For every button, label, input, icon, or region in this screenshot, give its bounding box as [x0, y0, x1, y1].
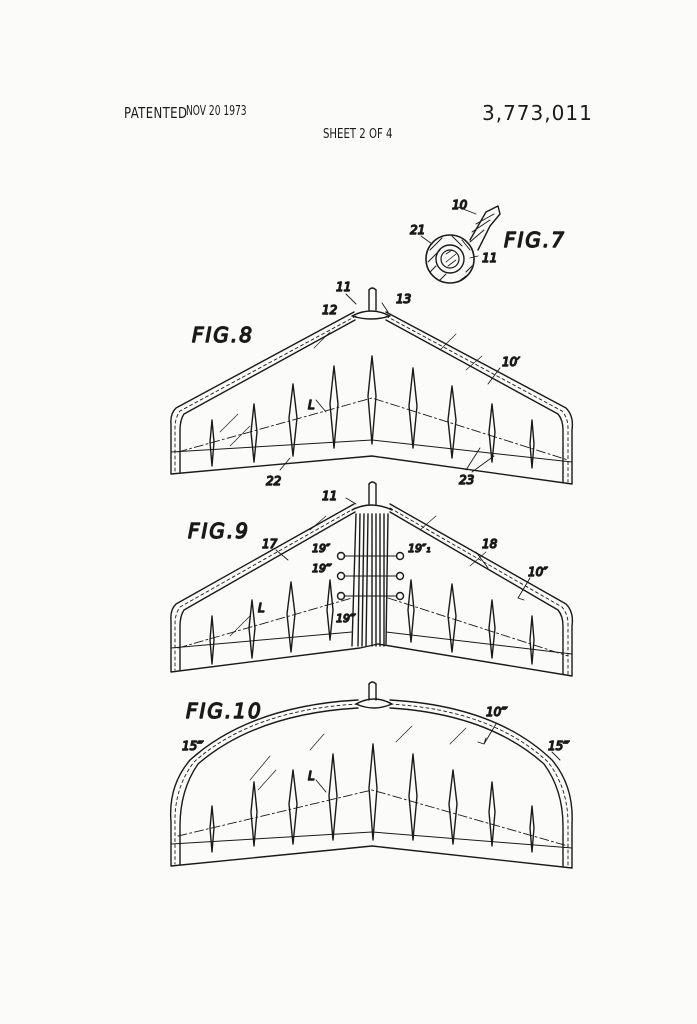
patent-number: 3,773,011 — [482, 101, 593, 125]
fig9-ref-17: 17 — [262, 537, 278, 551]
fig10-ref-10ppp: 10‴ — [486, 705, 508, 719]
fig7-title: FIG.7 — [504, 228, 566, 252]
fig8-ref-22: 22 — [266, 474, 281, 488]
fig9-ref-19a: 19″ — [312, 542, 331, 555]
fig8-ref-23: 23 — [459, 473, 474, 487]
patent-date: NOV 20 1973 — [186, 104, 247, 119]
fig9-ref-11: 11 — [322, 489, 337, 503]
fig8-ref-10p: 10′ — [502, 355, 520, 369]
fig10-ref-15b: 15‴ — [548, 739, 570, 753]
fig9-title: FIG.9 — [188, 519, 250, 543]
fig10-ref-L: L — [308, 769, 315, 783]
fig8-ref-11: 11 — [336, 280, 351, 294]
fig10-ref-15a: 15‴ — [182, 739, 204, 753]
patented-label: PATENTED — [124, 104, 188, 122]
fig8-title: FIG.8 — [192, 323, 254, 347]
fig7-ref-10: 10 — [452, 198, 468, 212]
fig10-title: FIG.10 — [186, 699, 263, 723]
fig8-ref-13: 13 — [396, 292, 411, 306]
fig8-ref-L: L — [308, 398, 315, 412]
fig9-ref-19b: 19″₁ — [408, 542, 431, 555]
fig9-ref-L: L — [258, 601, 265, 615]
fig9-wing — [170, 481, 574, 677]
fig7-ref-21: 21 — [410, 223, 425, 237]
fig7-ref-11: 11 — [482, 251, 497, 265]
fig9-ref-10pp: 10″ — [528, 565, 548, 579]
fig9-ref-19c: 19‴ — [312, 562, 332, 575]
sheet-indicator: SHEET 2 OF 4 — [323, 127, 393, 142]
fig9-ref-19d: 19‴ — [336, 612, 356, 625]
fig10-wing — [169, 681, 573, 869]
fig9-ref-18: 18 — [482, 537, 498, 551]
fig7-drawing — [420, 205, 501, 284]
fig8-wing — [170, 287, 574, 485]
fig8-ref-12: 12 — [322, 303, 337, 317]
